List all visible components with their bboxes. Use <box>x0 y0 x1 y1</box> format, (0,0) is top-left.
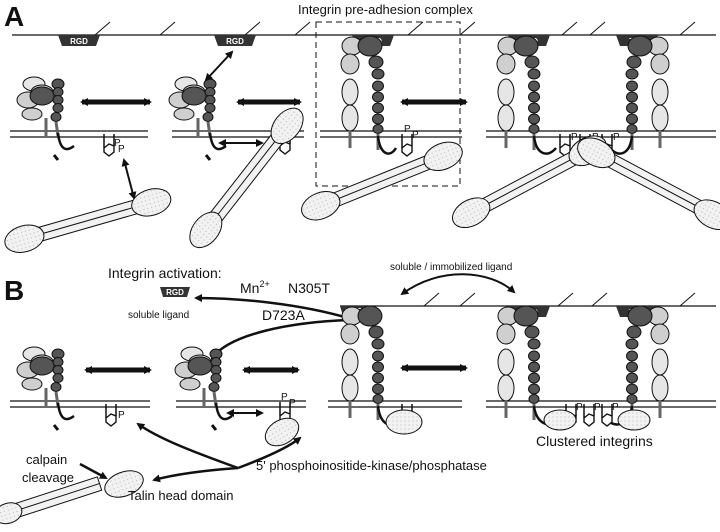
membrane <box>10 400 150 408</box>
talin-head <box>617 409 651 431</box>
extended-integrin <box>339 34 398 155</box>
kinase-arrow <box>152 466 239 483</box>
calpain-arrow <box>79 462 108 480</box>
calpain-label: calpain <box>26 452 67 467</box>
svg-text:RGD: RGD <box>166 288 184 297</box>
talin-free <box>1 183 175 258</box>
pip-group: P <box>105 403 125 427</box>
talin-docked <box>182 101 311 255</box>
talin-head-label: Talin head domain <box>128 488 234 503</box>
svg-text:P: P <box>613 132 620 143</box>
rgd-badge: RGD <box>58 35 100 46</box>
double-arrow <box>204 50 234 82</box>
pip-group: P P <box>103 133 125 157</box>
ecm-line-a <box>12 21 716 36</box>
kinase-arrow <box>237 436 302 470</box>
activation-arrow <box>210 318 351 360</box>
talin-head <box>104 470 144 498</box>
ligand-arrow <box>400 273 516 296</box>
pip-group: P P <box>401 124 419 157</box>
soluble-ligand-label: soluble ligand <box>128 310 189 321</box>
svg-text:P: P <box>576 402 583 413</box>
bent-integrin <box>15 345 75 432</box>
bent-integrin <box>15 75 75 162</box>
talin-head <box>385 409 423 435</box>
svg-text:P: P <box>114 138 121 149</box>
membrane <box>10 130 148 138</box>
talin-head <box>543 409 577 431</box>
membrane <box>328 400 462 408</box>
bent-integrin <box>173 345 233 432</box>
svg-text:P: P <box>118 410 125 421</box>
kinase-label: 5' phosphoinositide-kinase/phosphatase <box>256 458 487 473</box>
ecm-line-b <box>340 292 716 307</box>
membrane <box>486 400 716 408</box>
extended-integrin <box>495 34 557 155</box>
svg-text:P: P <box>412 130 419 141</box>
talin-head <box>264 417 300 447</box>
pip-group: P P P <box>565 402 619 427</box>
talin-bound <box>572 131 720 237</box>
rgd-badge: RGD <box>214 35 256 46</box>
clustered-integrins-label: Clustered integrins <box>536 433 653 449</box>
panel-a-label: A <box>4 1 24 32</box>
kinase-arrow <box>136 422 239 470</box>
svg-text:P: P <box>594 402 601 413</box>
activation-arrow <box>194 294 349 320</box>
double-arrow <box>121 158 137 200</box>
d723a-label: D723A <box>262 307 305 323</box>
pip-group: P P <box>279 392 296 425</box>
svg-text:P: P <box>571 132 578 143</box>
panel-b-label: B <box>4 275 24 306</box>
bent-integrin <box>167 75 227 162</box>
svg-text:RGD: RGD <box>70 37 88 46</box>
membrane <box>176 400 306 408</box>
n305t-label: N305T <box>288 280 330 296</box>
cleavage-label: cleavage <box>22 470 74 485</box>
membrane <box>486 130 716 138</box>
svg-text:P: P <box>404 124 411 135</box>
rgd-badge-soluble: RGD <box>160 287 190 297</box>
preadhesion-label: Integrin pre-adhesion complex <box>298 2 473 17</box>
svg-text:P: P <box>118 144 125 155</box>
mn-label: Mn2+ <box>240 279 270 296</box>
talin-cleaved-rod <box>0 476 103 525</box>
activation-label: Integrin activation: <box>108 265 222 281</box>
svg-text:P: P <box>612 402 619 413</box>
svg-text:RGD: RGD <box>226 37 244 46</box>
svg-text:P: P <box>289 398 296 409</box>
membrane <box>320 130 462 138</box>
svg-text:P: P <box>281 392 288 403</box>
soluble-immobilized-label: soluble / immobilized ligand <box>390 262 512 273</box>
